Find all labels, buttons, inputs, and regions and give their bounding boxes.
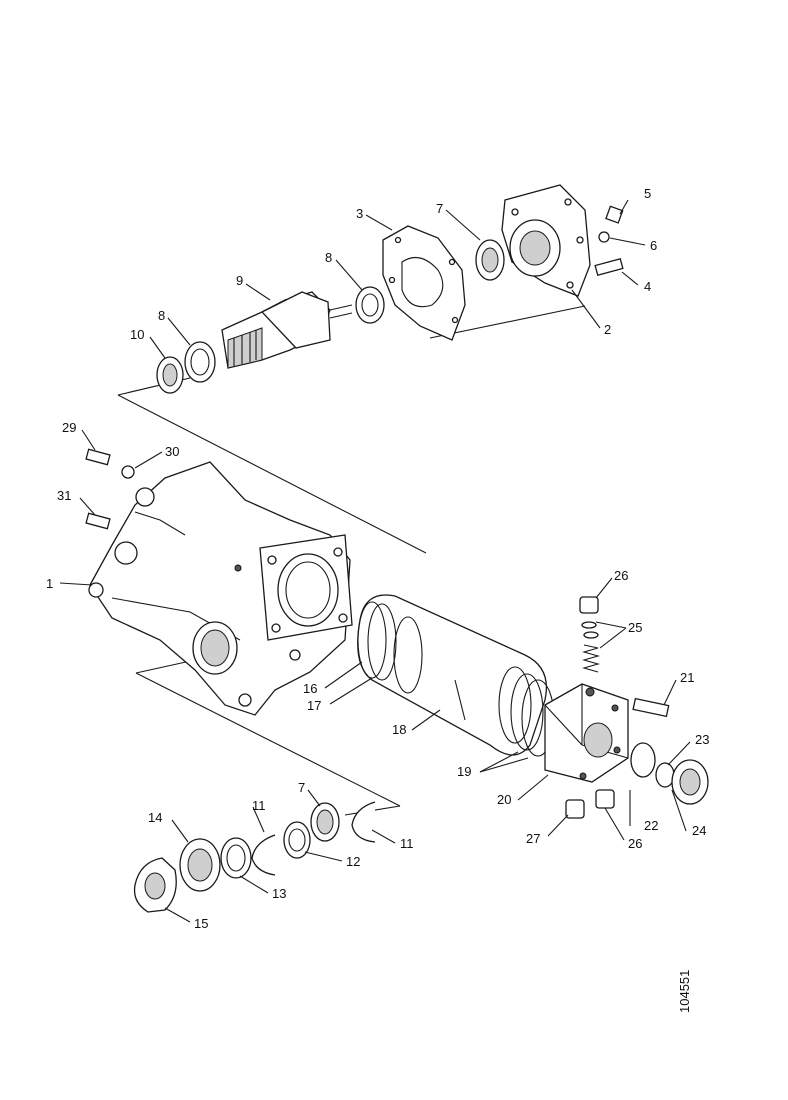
callout-15: 15	[194, 916, 208, 931]
callout-25: 25	[628, 620, 642, 635]
callout-5: 5	[644, 186, 651, 201]
housing-fasteners	[85, 448, 135, 530]
callout-11: 11	[400, 836, 414, 851]
callout-8: 8	[158, 308, 165, 323]
steering-gear-housing	[88, 461, 353, 716]
piston-sleeve	[357, 594, 555, 757]
callout-24: 24	[692, 823, 706, 838]
callout-10: 10	[130, 327, 144, 342]
callout-4: 4	[644, 279, 651, 294]
callout-8: 8	[325, 250, 332, 265]
drawing-number: 104551	[677, 970, 692, 1013]
cover-fasteners	[594, 205, 624, 276]
callout-26: 26	[614, 568, 628, 583]
lower-seal-rings	[156, 341, 216, 394]
valve-block	[544, 683, 629, 783]
callout-19: 19	[457, 764, 471, 779]
pinion-shaft	[221, 291, 353, 369]
callout-13: 13	[272, 886, 286, 901]
callout-9: 9	[236, 273, 243, 288]
callout-2: 2	[604, 322, 611, 337]
callout-11: 11	[252, 798, 266, 813]
callout-22: 22	[644, 818, 658, 833]
upper-seal-ring	[355, 286, 385, 324]
callout-29: 29	[62, 420, 76, 435]
leader-lines	[59, 199, 691, 923]
callout-26: 26	[628, 836, 642, 851]
callout-18: 18	[392, 722, 406, 737]
callout-17: 17	[307, 698, 321, 713]
relief-spring-plug	[579, 596, 601, 673]
callout-7: 7	[436, 201, 443, 216]
callout-16: 16	[303, 681, 317, 696]
callout-20: 20	[497, 792, 511, 807]
callout-6: 6	[650, 238, 657, 253]
callout-14: 14	[148, 810, 162, 825]
gasket-plate	[382, 225, 466, 341]
callout-27: 27	[526, 831, 540, 846]
callout-23: 23	[695, 732, 709, 747]
callout-7: 7	[298, 780, 305, 795]
callout-labels: 5 3 7 6 9 8 4 10 8 2 29 30 31 1 26 25 16…	[46, 186, 709, 931]
lower-bearing-stack	[133, 801, 376, 913]
callout-12: 12	[346, 854, 360, 869]
callout-1: 1	[46, 576, 53, 591]
upper-bearing	[475, 239, 505, 281]
callout-30: 30	[165, 444, 179, 459]
callout-21: 21	[680, 670, 694, 685]
end-cover-plate	[501, 184, 591, 297]
callout-31: 31	[57, 488, 71, 503]
callout-3: 3	[356, 206, 363, 221]
